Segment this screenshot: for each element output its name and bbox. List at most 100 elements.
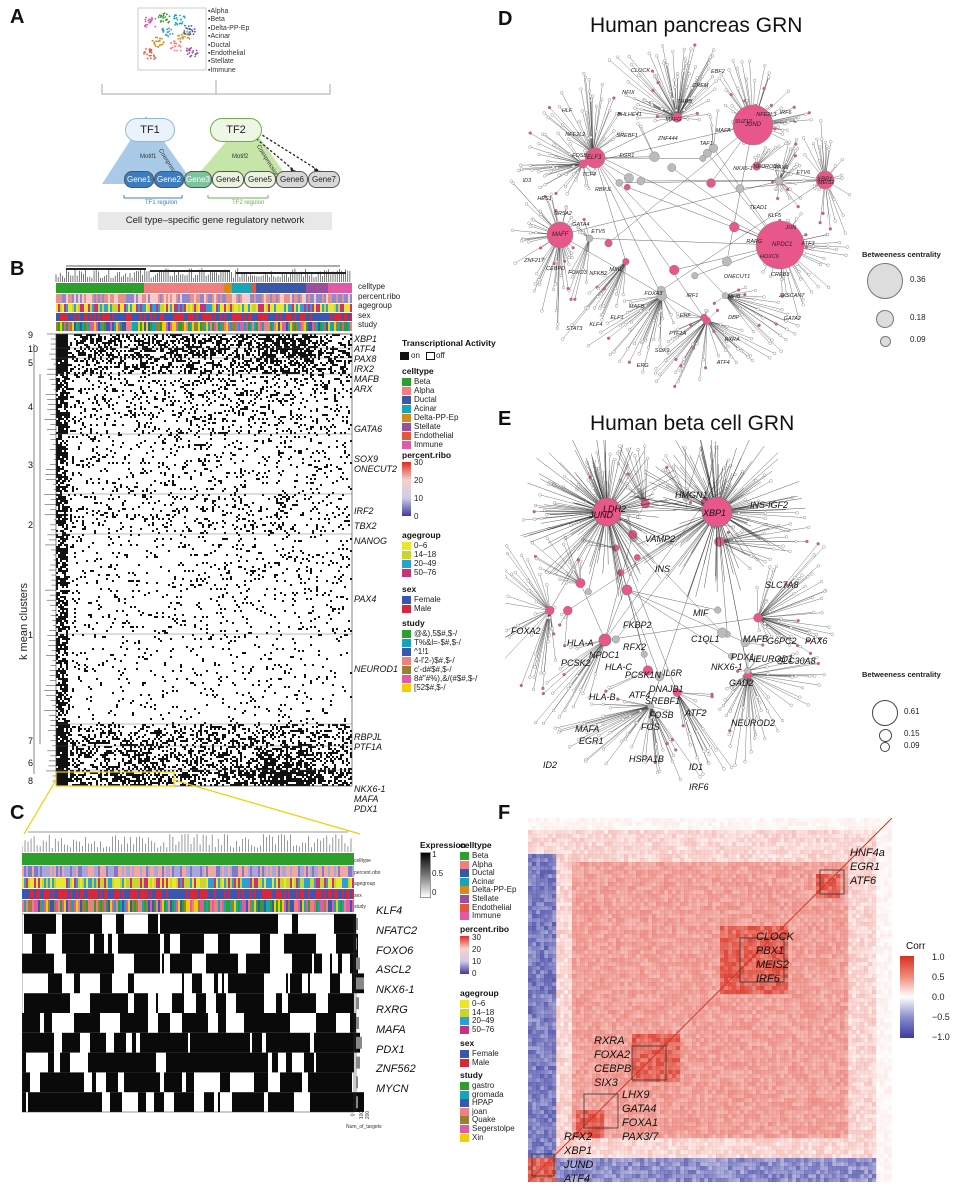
ribo-cell [68,294,70,303]
activity-cell [282,548,284,550]
activity-cell [132,334,134,336]
activity-cell [244,518,246,520]
umap-dot [175,22,178,25]
activity-cell [230,578,232,580]
activity-cell [72,472,74,474]
activity-cell [196,424,198,426]
activity-cell [226,384,228,386]
sex-cell [314,313,316,321]
activity-cell [98,354,100,356]
activity-cell [144,494,146,496]
activity-cell [264,564,266,566]
activity-cell [248,472,250,474]
study-cell [70,322,72,331]
activity-cell [296,356,298,358]
ribo-cell [340,294,342,303]
activity-cell [62,400,64,402]
activity-cell [60,346,62,348]
activity-cell [198,352,200,354]
activity-cell [350,578,352,580]
activity-cell [116,390,118,392]
study-cell [218,322,220,331]
activity-cell [128,366,130,368]
ribo-cell [334,294,336,303]
activity-cell [144,350,146,352]
activity-cell [66,382,68,384]
activity-cell [106,454,108,456]
activity-cell [308,560,310,562]
activity-cell [326,580,328,582]
activity-cell [300,344,302,346]
ribo-cell [246,294,248,303]
activity-cell [278,526,280,528]
activity-cell [140,344,142,346]
activity-cell [92,542,94,544]
ribo-cell [142,294,144,303]
activity-cell [62,368,64,370]
activity-cell [262,376,264,378]
activity-cell [62,394,64,396]
activity-cell [178,348,180,350]
activity-cell [172,340,174,342]
activity-cell [58,344,60,346]
activity-cell [60,510,62,512]
activity-cell [104,366,106,368]
activity-cell [60,556,62,558]
activity-cell [310,440,312,442]
study-cell [170,322,172,331]
ribo-cell [342,294,344,303]
activity-cell [186,464,188,466]
activity-cell [274,350,276,352]
activity-cell [144,594,146,596]
activity-cell [96,402,98,404]
activity-cell [60,404,62,406]
activity-cell [146,550,148,552]
activity-cell [216,522,218,524]
sex-cell [218,313,220,321]
activity-cell [66,412,68,414]
activity-cell [90,356,92,358]
activity-cell [162,462,164,464]
umap-dot [159,16,162,18]
activity-cell [82,520,84,522]
activity-cell [118,496,120,498]
activity-cell [162,398,164,400]
activity-cell [224,566,226,568]
activity-cell [286,382,288,384]
activity-cell [208,454,210,456]
activity-cell [64,520,66,522]
activity-cell [178,428,180,430]
activity-cell [294,396,296,398]
activity-cell [60,418,62,420]
activity-cell [74,334,76,336]
activity-cell [260,362,262,364]
activity-cell [266,360,268,362]
activity-cell [272,412,274,414]
activity-cell [328,352,330,354]
activity-cell [56,516,58,518]
activity-cell [66,350,68,352]
activity-cell [200,474,202,476]
activity-cell [314,474,316,476]
activity-cell [312,374,314,376]
activity-cell [64,564,66,566]
activity-cell [290,372,292,374]
activity-cell [320,338,322,340]
activity-cell [322,556,324,558]
activity-cell [196,408,198,410]
activity-cell [176,360,178,362]
activity-cell [294,524,296,526]
activity-cell [62,542,64,544]
age-cell [250,304,252,312]
activity-cell [64,452,66,454]
activity-cell [64,390,66,392]
activity-cell [60,550,62,552]
activity-cell [260,552,262,554]
activity-cell [88,380,90,382]
study-cell [108,322,110,331]
activity-cell [116,556,118,558]
activity-cell [66,538,68,540]
activity-cell [178,546,180,548]
activity-cell [58,540,60,542]
age-cell [328,304,330,312]
